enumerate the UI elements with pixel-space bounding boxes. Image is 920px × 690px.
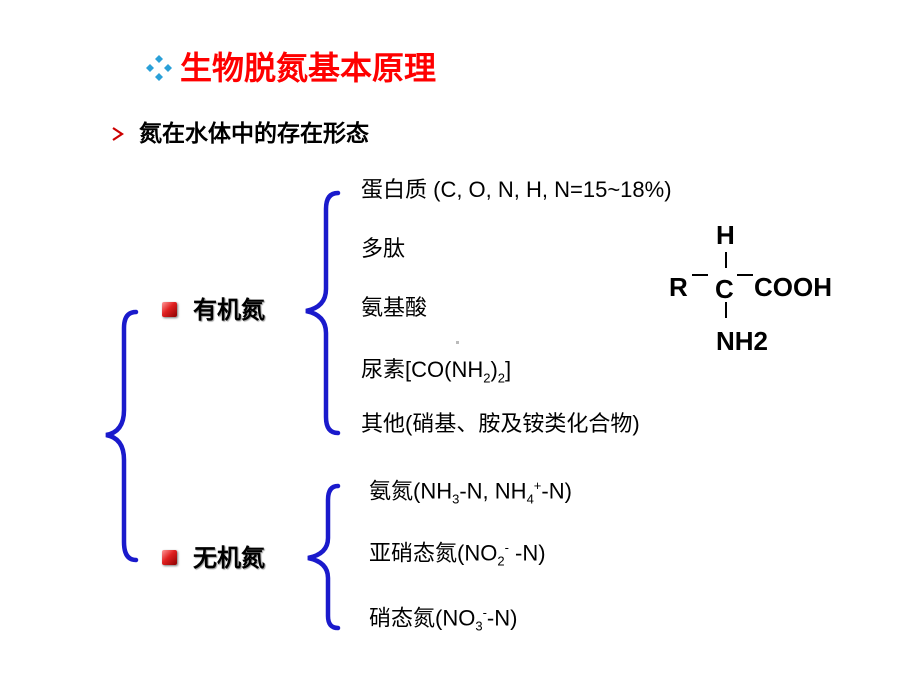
item-ammonia: 氨氮(NH3-N, NH4+-N) bbox=[369, 478, 572, 507]
item-amino-acid: 氨基酸 bbox=[361, 295, 428, 320]
page-title: 生物脱氮基本原理 bbox=[180, 49, 437, 87]
item-urea: 尿素[CO(NH2)2] bbox=[361, 357, 512, 386]
formula-bond-left bbox=[692, 274, 708, 276]
organic-bullet-icon bbox=[162, 302, 177, 317]
formula-top-h: H bbox=[716, 220, 735, 250]
item-peptide: 多肽 bbox=[361, 236, 406, 261]
inorganic-label: 无机氮 bbox=[193, 544, 265, 572]
organic-label: 有机氮 bbox=[193, 296, 265, 324]
formula-bottom-nh2: NH2 bbox=[716, 326, 769, 356]
outer-brace bbox=[105, 309, 139, 563]
formula-bond-bottom bbox=[725, 302, 727, 318]
formula-left-r: R bbox=[669, 272, 688, 302]
formula-right-cooh: COOH bbox=[754, 272, 832, 302]
section-subtitle: 氮在水体中的存在形态 bbox=[139, 121, 369, 147]
formula-bond-top bbox=[725, 252, 727, 268]
item-nitrate: 硝态氮(NO3--N) bbox=[369, 605, 518, 634]
inorganic-bullet-icon bbox=[162, 550, 177, 565]
item-other: 其他(硝基、胺及铵类化合物) bbox=[361, 411, 640, 436]
stray-dot bbox=[456, 341, 459, 344]
item-nitrite: 亚硝态氮(NO2- -N) bbox=[369, 540, 546, 569]
item-protein: 蛋白质 (C, O, N, H, N=15~18%) bbox=[361, 177, 672, 202]
arrow-bullet-icon bbox=[112, 127, 124, 141]
formula-bond-right bbox=[737, 274, 753, 276]
inorganic-brace bbox=[307, 483, 341, 631]
diamond-bullet-icon bbox=[146, 55, 172, 81]
organic-brace bbox=[305, 190, 341, 436]
formula-center-c: C bbox=[715, 274, 734, 304]
